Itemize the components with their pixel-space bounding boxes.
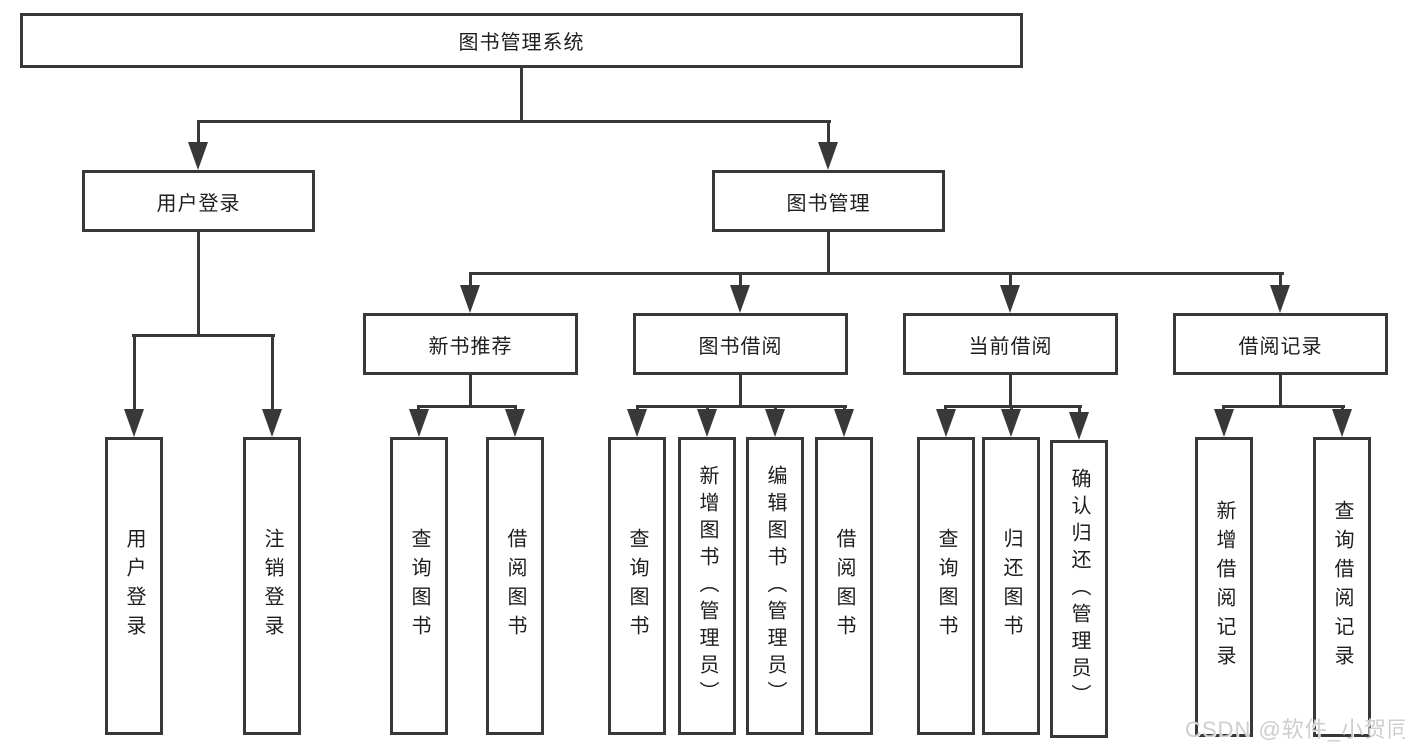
leaf-br-add-record: 新增借阅记录 [1195, 437, 1253, 737]
arrowhead-down-icon [1001, 409, 1021, 437]
arrowhead-down-icon [1332, 409, 1352, 437]
connector-line [1078, 405, 1081, 417]
node-borrowing-records: 借阅记录 [1173, 313, 1388, 375]
arrowhead-down-icon [697, 409, 717, 437]
arrowhead-down-icon [124, 409, 144, 437]
connector-line [197, 232, 200, 337]
connector-line [1279, 375, 1282, 408]
leaf-bb-query-books: 查询图书 [608, 437, 666, 735]
leaf-br-query-record: 查询借阅记录 [1313, 437, 1371, 737]
connector-line [197, 120, 200, 146]
node-current-borrowing: 当前借阅 [903, 313, 1118, 375]
csdn-watermark: CSDN @软件_小贺同学 [1185, 717, 1405, 742]
arrowhead-down-icon [765, 409, 785, 437]
connector-line [739, 375, 742, 408]
leaf-user-login: 用户登录 [105, 437, 163, 735]
arrowhead-down-icon [730, 285, 750, 313]
connector-line [520, 68, 523, 123]
arrowhead-down-icon [834, 409, 854, 437]
leaf-nb-borrow-books: 借阅图书 [486, 437, 544, 735]
arrowhead-down-icon [818, 142, 838, 170]
arrowhead-down-icon [409, 409, 429, 437]
node-user-login: 用户登录 [82, 170, 315, 232]
arrowhead-down-icon [936, 409, 956, 437]
arrowhead-down-icon [1214, 409, 1234, 437]
node-new-book-recommend: 新书推荐 [363, 313, 578, 375]
connector-line [132, 334, 275, 337]
node-root-library-system: 图书管理系统 [20, 13, 1023, 68]
connector-line [827, 120, 830, 146]
leaf-bb-edit-books-admin: 编辑图书（管理员） [746, 437, 804, 735]
connector-line [417, 405, 517, 408]
leaf-cb-query-books: 查询图书 [917, 437, 975, 735]
leaf-bb-borrow-books: 借阅图书 [815, 437, 873, 735]
arrowhead-down-icon [1000, 285, 1020, 313]
connector-line [469, 375, 472, 408]
leaf-nb-query-books: 查询图书 [390, 437, 448, 735]
arrowhead-down-icon [460, 285, 480, 313]
node-book-borrowing: 图书借阅 [633, 313, 848, 375]
connector-line [1222, 405, 1345, 408]
arrowhead-down-icon [188, 142, 208, 170]
leaf-logout: 注销登录 [243, 437, 301, 735]
connector-line [944, 405, 1082, 408]
connector-line [739, 272, 742, 290]
connector-line [469, 272, 1284, 275]
node-book-management: 图书管理 [712, 170, 945, 232]
arrowhead-down-icon [1270, 285, 1290, 313]
connector-line [636, 405, 847, 408]
leaf-cb-confirm-return-admin: 确认归还（管理员） [1050, 440, 1108, 738]
connector-line [197, 120, 831, 123]
connector-line [1279, 272, 1282, 290]
arrowhead-down-icon [1069, 412, 1089, 440]
leaf-bb-add-books-admin: 新增图书（管理员） [678, 437, 736, 735]
leaf-cb-return-books: 归还图书 [982, 437, 1040, 735]
connector-line [1009, 375, 1012, 408]
connector-line [827, 232, 830, 275]
arrowhead-down-icon [262, 409, 282, 437]
connector-line [271, 334, 274, 412]
connector-line [1009, 272, 1012, 290]
arrowhead-down-icon [505, 409, 525, 437]
connector-line [133, 334, 136, 412]
arrowhead-down-icon [627, 409, 647, 437]
connector-line [469, 272, 472, 290]
